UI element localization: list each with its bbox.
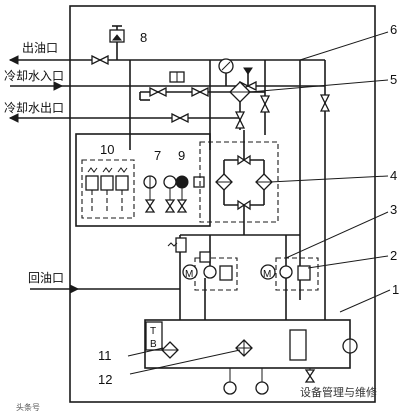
label-oil-outlet: 出油口 [22, 41, 58, 55]
svg-text:M: M [263, 269, 271, 280]
oil-outlet-line [8, 55, 325, 65]
callout-6: 6 [390, 22, 397, 37]
component-1-tank [144, 319, 358, 369]
water-outlet-valve [171, 112, 189, 124]
side-valve [259, 95, 271, 113]
label-cooling-water-inlet: 冷却水入口 [4, 69, 64, 83]
component-5-cooler [210, 81, 265, 103]
outer-frame [69, 5, 376, 403]
pump-set-right: M [260, 235, 319, 320]
temperature-gauge-top [243, 67, 253, 86]
bypass-valve-group [139, 71, 210, 101]
callout-11: 11 [98, 348, 112, 363]
callout-1: 1 [392, 282, 399, 297]
cooler-valve [234, 111, 246, 129]
label-oil-return: 回油口 [28, 271, 64, 285]
component-7-9-frame [75, 133, 211, 227]
callout-10: 10 [100, 142, 114, 157]
label-cooling-water-outlet: 冷却水出口 [4, 101, 64, 115]
watermark-main: 设备管理与维修 [300, 385, 377, 399]
tank-drain-valves [223, 368, 316, 395]
pressure-gauge-top [218, 58, 234, 86]
component-4-filter-group [199, 130, 279, 235]
cooling-water-inlet-line [10, 81, 325, 91]
callout-12: 12 [98, 372, 112, 387]
component-11-filter [161, 341, 179, 359]
callout-2: 2 [390, 248, 397, 263]
right-valve [319, 94, 331, 112]
callout-4: 4 [390, 168, 397, 183]
component-8-valve [109, 25, 125, 60]
pump-set-left: M [182, 235, 238, 320]
callout-8: 8 [140, 30, 147, 45]
component-9-gauges [163, 175, 205, 213]
watermark-corner: 头条号 [16, 402, 40, 412]
callout-5: 5 [390, 72, 397, 87]
component-10-valve-group [81, 159, 135, 219]
callout-leaders [127, 31, 391, 375]
component-7-gauge [143, 175, 157, 213]
tank-label-b: B [150, 339, 157, 350]
component-12-heater [235, 339, 253, 357]
oil-return-line [30, 284, 180, 294]
callout-3: 3 [390, 202, 397, 217]
callout-7: 7 [154, 148, 161, 163]
return-check-valve [167, 237, 211, 263]
outlet-valve [91, 54, 109, 66]
callout-9: 9 [178, 148, 185, 163]
tank-label-t: T [150, 326, 156, 337]
svg-text:M: M [185, 269, 193, 280]
cooling-water-outlet-line [8, 113, 240, 123]
